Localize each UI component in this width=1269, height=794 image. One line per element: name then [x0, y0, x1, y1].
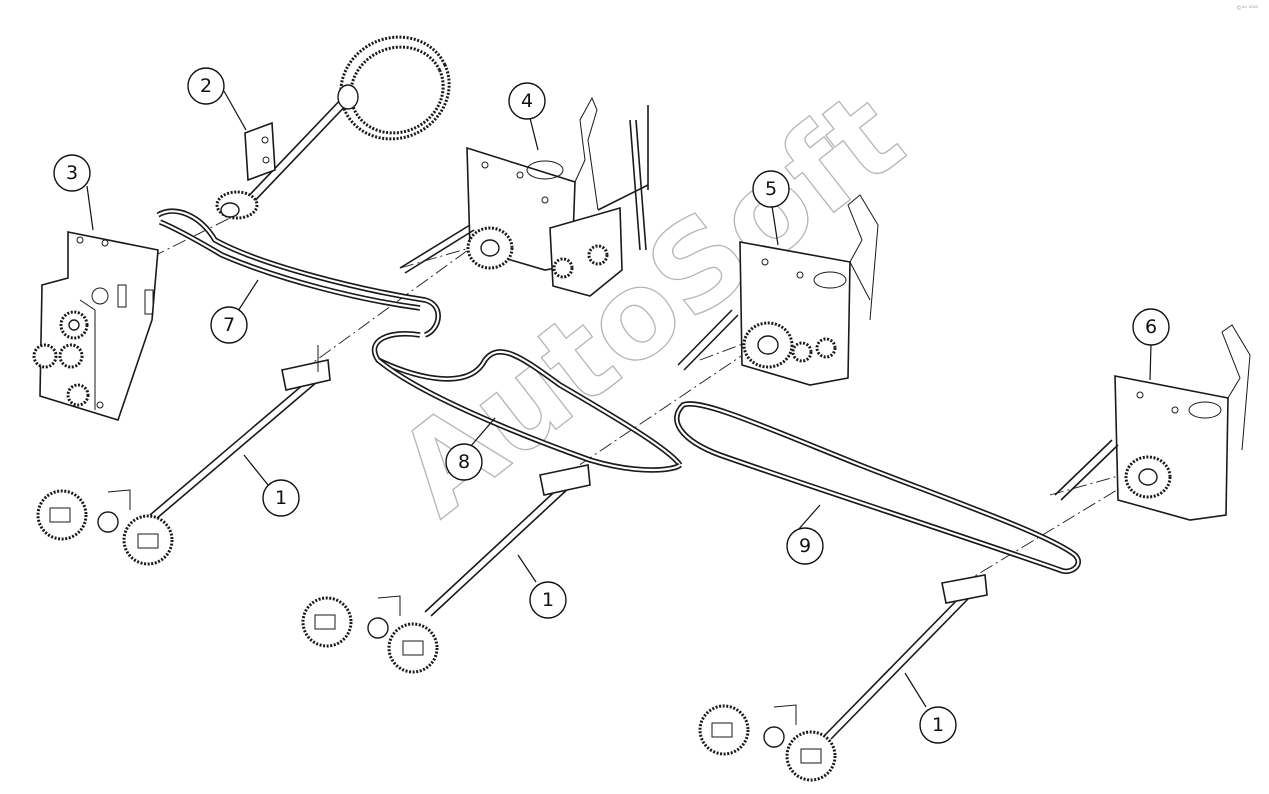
part-4-gearbox: [399, 96, 649, 297]
callout-3: 3: [53, 154, 91, 192]
callout-5-label: 5: [765, 178, 777, 200]
part-6-gearbox: [1054, 324, 1251, 521]
part-1-shaft-assembly-left: [36, 345, 331, 566]
callout-4: 4: [508, 82, 546, 120]
callout-6: 6: [1132, 308, 1170, 346]
corner-stamp: ©ᴬˢ ²⁰²⁰: [1236, 5, 1259, 12]
callout-3-label: 3: [66, 162, 78, 184]
callout-6-label: 6: [1145, 316, 1157, 338]
chains: [156, 208, 1081, 574]
callout-1c: 1: [919, 706, 957, 744]
callout-4-label: 4: [521, 90, 533, 112]
callout-1b-label: 1: [542, 589, 554, 611]
part-1-shaft-assembly-middle: [301, 464, 591, 674]
part-2-drive-shaft: [215, 35, 451, 220]
callout-2: 2: [187, 67, 225, 105]
callout-9: 9: [786, 527, 824, 565]
callout-1a-label: 1: [275, 487, 287, 509]
callout-7: 7: [210, 306, 248, 344]
part-1-shaft-assembly-right: [698, 574, 988, 782]
leader-lines: [86, 90, 1152, 708]
callout-2-label: 2: [200, 75, 212, 97]
callout-7-label: 7: [223, 314, 235, 336]
callout-8: 8: [445, 443, 483, 481]
callout-1a: 1: [262, 479, 300, 517]
part-3-gearbox: [32, 231, 159, 421]
callout-8-label: 8: [458, 451, 470, 473]
part-5-gearbox: [677, 194, 879, 386]
callout-1b: 1: [529, 581, 567, 619]
callout-5: 5: [752, 170, 790, 208]
callout-1c-label: 1: [932, 714, 944, 736]
callout-9-label: 9: [799, 535, 811, 557]
